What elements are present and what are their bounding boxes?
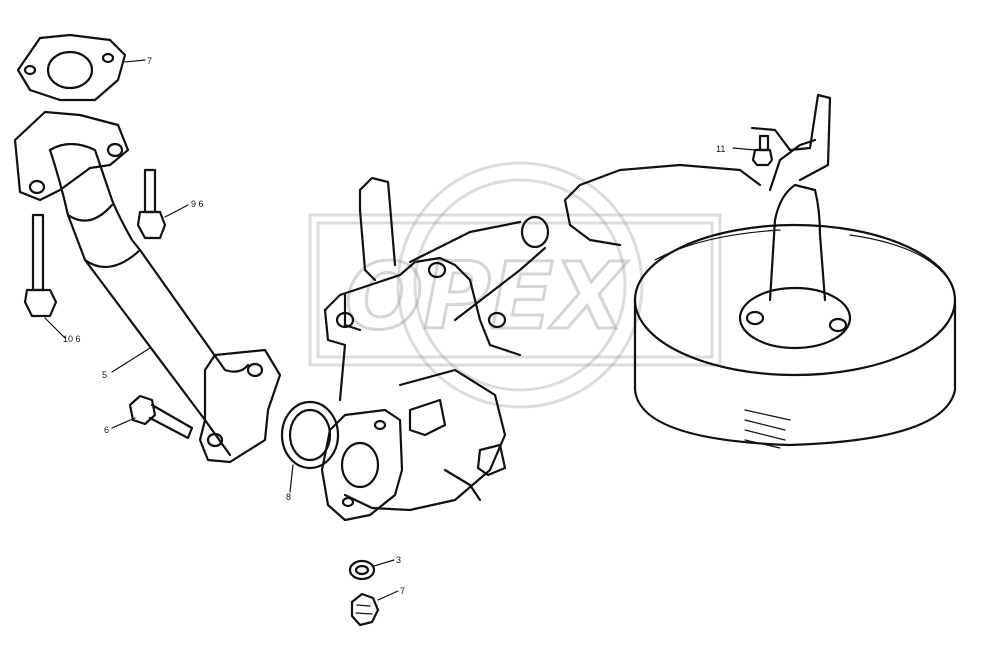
exhaust-pipe [13,110,282,464]
callout-washer: 3 [396,555,401,565]
nut [350,592,380,627]
bolt-11 [751,134,774,167]
bolt-6 [128,394,194,440]
muffler-inlet-pipe [563,163,762,247]
bolt-106 [23,213,58,318]
callout-bolt-106: 10 6 [63,334,81,344]
callout-bolt-11: 11 [716,144,725,154]
callout-bolt-6: 6 [104,425,109,435]
muffler [633,93,957,449]
callout-nut: 7 [400,586,405,596]
callout-bolt-96: 9 6 [191,199,204,209]
callout-labels: 7 9 6 10 6 5 6 8 11 3 7 [63,56,725,596]
washer [348,559,376,581]
leader-lines [44,59,756,601]
bolt-96 [136,168,167,240]
gasket-top [16,33,127,102]
manifold [320,176,550,522]
callout-gasket-top: 7 [147,56,152,66]
callout-pipe: 5 [102,370,107,380]
callout-ring-gasket: 8 [286,492,291,502]
